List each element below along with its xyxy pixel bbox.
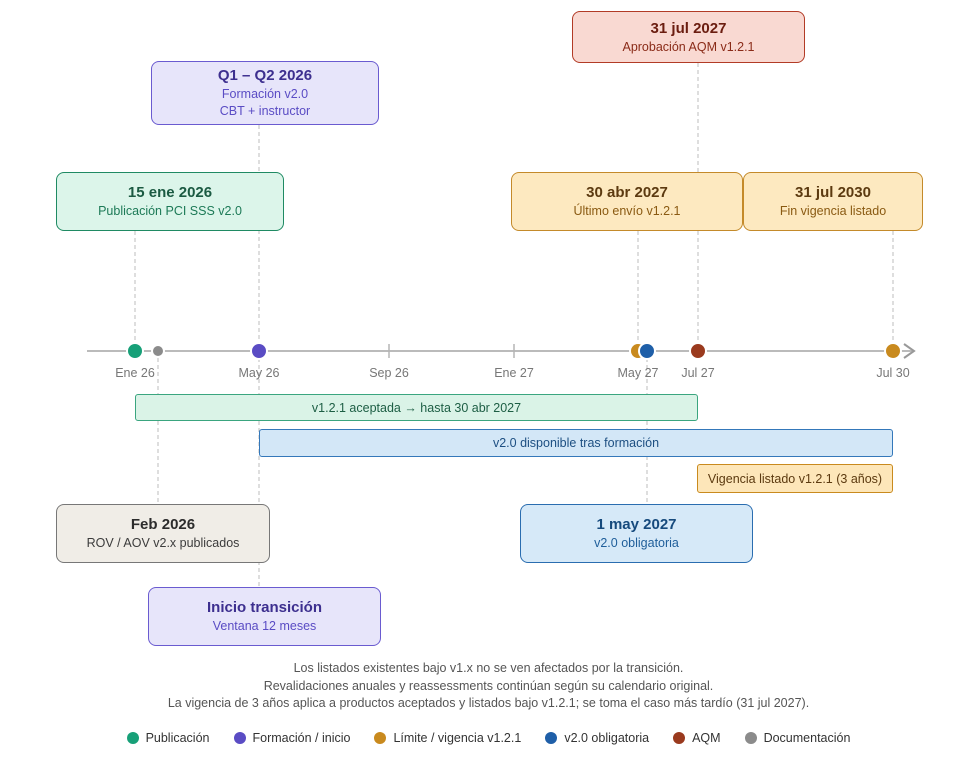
legend-dot-aqm: [673, 732, 686, 744]
milestone-aqm-desc: Aprobación AQM v1.2.1: [622, 39, 755, 54]
milestone-ultimo-envio: 30 abr 2027 Último envío v1.2.1: [511, 172, 743, 231]
legend-item-formacion: Formación / inicio: [233, 731, 351, 745]
axis-tick-label-2: Sep 26: [369, 366, 409, 380]
milestone-inicio-transicion-desc: Ventana 12 meses: [212, 619, 317, 633]
legend-item-limite: Límite / vigencia v1.2.1: [374, 731, 521, 745]
milestone-formacion-desc-2: CBT + instructor: [219, 104, 311, 118]
legend-dot-formacion: [233, 732, 246, 744]
dot-publicacion: [126, 342, 144, 360]
footnote-2: Revalidaciones anuales y reassessments c…: [263, 678, 714, 693]
span-v20-disponible: v2.0 disponible tras formación: [259, 429, 893, 457]
dot-formacion: [250, 342, 268, 360]
milestone-documentacion: Feb 2026 ROV / AOV v2.x publicados: [56, 504, 270, 563]
milestone-publicacion-desc: Publicación PCI SSS v2.0: [98, 204, 242, 218]
footnote-1: Los listados existentes bajo v1.x no se …: [293, 661, 684, 675]
milestone-publicacion: 15 ene 2026 Publicación PCI SSS v2.0: [56, 172, 284, 231]
axis-tick-label-6: Jul 30: [876, 366, 909, 380]
axis-tick-label-1: May 26: [239, 366, 280, 380]
milestone-v20-obligatoria-desc: v2.0 obligatoria: [594, 536, 679, 550]
dot-fin-vigencia: [884, 342, 902, 360]
legend-item-publicacion: Publicación: [126, 731, 210, 745]
milestone-fin-vigencia: 31 jul 2030 Fin vigencia listado: [743, 172, 923, 231]
legend-dot-obligatoria: [545, 732, 558, 744]
dot-aqm: [689, 342, 707, 360]
axis-arrow-icon: [903, 343, 916, 359]
legend: Publicación Formación / inicio Límite / …: [0, 731, 977, 745]
legend-label-aqm: AQM: [692, 731, 721, 745]
milestone-documentacion-desc: ROV / AOV v2.x publicados: [86, 536, 240, 550]
milestone-publicacion-date: 15 ene 2026: [127, 184, 213, 201]
milestone-inicio-transicion: Inicio transición Ventana 12 meses: [148, 587, 381, 646]
span-v121-aceptada: v1.2.1 aceptada → hasta 30 abr 2027: [135, 394, 698, 421]
legend-label-formacion: Formación / inicio: [252, 731, 351, 745]
legend-label-publicacion: Publicación: [145, 731, 210, 745]
milestone-formacion: Q1 – Q2 2026 Formación v2.0 CBT + instru…: [151, 61, 379, 125]
milestone-aqm: 31 jul 2027 Aprobación AQM v1.2.1: [572, 11, 805, 63]
milestone-fin-vigencia-date: 31 jul 2030: [795, 184, 871, 201]
legend-dot-publicacion: [126, 732, 139, 744]
milestone-inicio-transicion-title: Inicio transición: [206, 599, 323, 616]
footnotes: Los listados existentes bajo v1.x no se …: [0, 660, 977, 713]
milestone-fin-vigencia-desc: Fin vigencia listado: [779, 204, 887, 218]
milestone-aqm-date: 31 jul 2027: [650, 19, 727, 37]
legend-dot-limite: [374, 732, 387, 744]
legend-label-documentacion: Documentación: [763, 731, 851, 745]
axis-tick-label-5: Jul 27: [681, 366, 714, 380]
milestone-v20-obligatoria-date: 1 may 2027: [596, 516, 677, 533]
milestone-ultimo-envio-date: 30 abr 2027: [586, 184, 668, 201]
span-vigencia-listado: Vigencia listado v1.2.1 (3 años): [697, 464, 893, 493]
legend-label-limite: Límite / vigencia v1.2.1: [393, 731, 522, 745]
axis-tick-label-4: May 27: [618, 366, 659, 380]
axis-tick-label-3: Ene 27: [494, 366, 534, 380]
legend-item-documentacion: Documentación: [744, 731, 851, 745]
footnote-3: La vigencia de 3 años aplica a productos…: [167, 696, 810, 710]
legend-item-obligatoria: v2.0 obligatoria: [545, 731, 649, 745]
legend-label-obligatoria: v2.0 obligatoria: [564, 731, 650, 745]
milestone-ultimo-envio-desc: Último envío v1.2.1: [573, 204, 681, 218]
milestone-documentacion-date: Feb 2026: [130, 516, 196, 533]
milestone-formacion-date: Q1 – Q2 2026: [217, 67, 313, 84]
dot-documentacion: [151, 344, 165, 358]
dot-v20-obligatoria: [638, 342, 656, 360]
milestone-formacion-desc: Formación v2.0: [221, 87, 309, 101]
legend-dot-documentacion: [744, 732, 757, 744]
axis-tick-label-0: Ene 26: [115, 366, 155, 380]
legend-item-aqm: AQM: [673, 731, 721, 745]
milestone-v20-obligatoria: 1 may 2027 v2.0 obligatoria: [520, 504, 753, 563]
